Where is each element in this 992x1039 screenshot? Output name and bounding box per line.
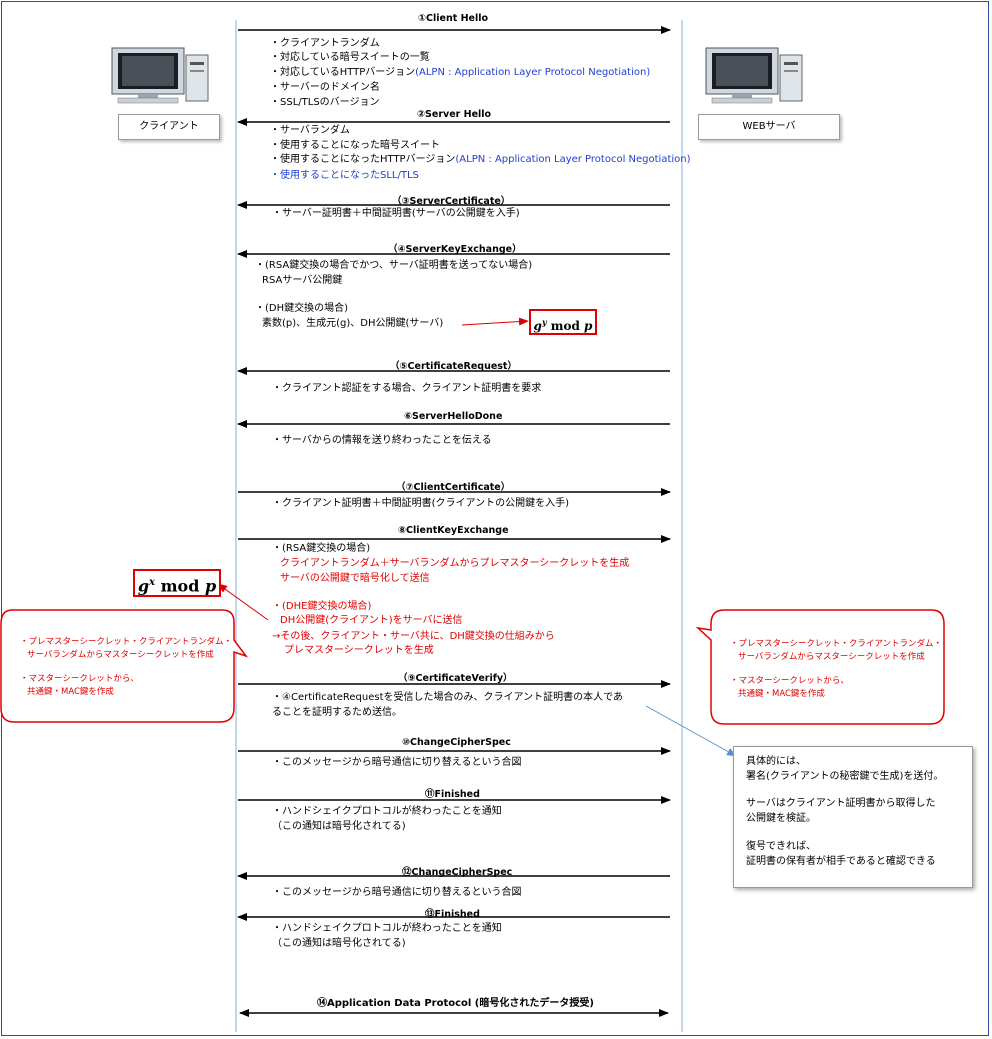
server-hello-line-4: ・使用することになったSLL/TLS xyxy=(270,170,419,181)
note-line-1: 具体的には、 xyxy=(746,756,806,767)
pointer-client-formula xyxy=(217,583,269,621)
left-callout-line-2: サーバランダムからマスターシークレットを作成 xyxy=(27,650,214,660)
message-label-client-key-exchange: ⑧ClientKeyExchange xyxy=(398,525,509,536)
finished-client-line-1: ・ハンドシェイクプロトコルが終わったことを通知 xyxy=(272,806,502,817)
server-hello-line-2: ・使用することになった暗号スイート xyxy=(270,140,440,151)
change-cipher-spec-client-line-1: ・このメッセージから暗号通信に切り替えるという合図 xyxy=(272,757,522,768)
formula-server-p: p xyxy=(584,319,593,333)
message-label-client-certificate: （⑦ClientCertificate） xyxy=(396,482,511,493)
pointer-server-formula xyxy=(461,317,529,326)
right-callout-line-4: 共通鍵・MAC鍵を作成 xyxy=(738,689,825,699)
server-label-box: WEBサーバ xyxy=(698,114,840,140)
formula-server: gy mod p xyxy=(529,309,597,335)
right-callout-line-3: ・マスターシークレットから、 xyxy=(730,676,849,686)
formula-client-mod: mod xyxy=(155,576,205,596)
server-hello-line-3-text: ・使用することになったHTTPバージョン xyxy=(270,154,456,165)
client-hello-alpn-note: (ALPN : Application Layer Protocol Negot… xyxy=(415,67,651,78)
message-label-finished-server: ⑬Finished xyxy=(425,909,480,920)
client-computer-icon xyxy=(111,47,209,104)
message-label-server-certificate: （③ServerCertificate） xyxy=(392,196,511,207)
message-label-server-hello-done: ⑥ServerHelloDone xyxy=(404,411,503,422)
client-hello-line-4: ・サーバーのドメイン名 xyxy=(270,82,380,93)
message-label-certificate-verify: （⑨CertificateVerify） xyxy=(398,673,513,684)
message-label-certificate-request: （⑤CertificateRequest） xyxy=(390,361,517,372)
message-label-server-hello: ②Server Hello xyxy=(417,109,492,120)
finished-server-line-1: ・ハンドシェイクプロトコルが終わったことを通知 xyxy=(272,923,502,934)
certificate-request-line-1: ・クライアント認証をする場合、クライアント証明書を要求 xyxy=(272,383,542,394)
left-callout-bubble xyxy=(0,609,249,723)
formula-client-exp: x xyxy=(149,577,156,588)
certificate-verify-note: 具体的には、 署名(クライアントの秘密鍵で生成)を送付。 サーバはクライアント証… xyxy=(733,746,973,888)
note-line-4: 公開鍵を検証。 xyxy=(746,813,816,824)
right-callout-line-1: ・プレマスターシークレット・クライアントランダム・ xyxy=(730,639,942,649)
certificate-verify-line-1: ・④CertificateRequestを受信した場合のみ、クライアント証明書の… xyxy=(272,692,624,703)
formula-server-mod: mod xyxy=(546,319,585,333)
message-label-finished-client: ⑪Finished xyxy=(425,789,480,800)
server-kx-line-4: 素数(p)、生成元(g)、DH公開鍵(サーバ) xyxy=(262,318,444,329)
right-callout-bubble xyxy=(695,609,945,725)
server-kx-line-3: ・(DH鍵交換の場合) xyxy=(255,303,349,314)
client-kx-line-5: DH公開鍵(クライアント)をサーバに送信 xyxy=(280,615,463,626)
left-callout-line-3: ・マスターシークレットから、 xyxy=(20,674,139,684)
message-label-change-cipher-spec-server: ⑫ChangeCipherSpec xyxy=(402,867,513,878)
client-hello-line-2: ・対応している暗号スイートの一覧 xyxy=(270,52,430,63)
client-label-box: クライアント xyxy=(118,114,220,140)
note-line-6: 証明書の保有者が相手であると確認できる xyxy=(746,856,936,867)
server-computer-icon xyxy=(705,47,803,104)
client-hello-line-3-text: ・対応しているHTTPバージョン xyxy=(270,67,416,78)
left-callout-line-4: 共通鍵・MAC鍵を作成 xyxy=(27,687,114,697)
message-label-server-key-exchange: （④ServerKeyExchange） xyxy=(388,244,522,255)
server-hello-alpn-note: (ALPN : Application Layer Protocol Negot… xyxy=(455,154,691,165)
change-cipher-spec-server-line-1: ・このメッセージから暗号通信に切り替えるという合図 xyxy=(272,887,522,898)
server-hello-line-1: ・サーバランダム xyxy=(270,125,350,136)
client-hello-line-1: ・クライアントランダム xyxy=(270,38,380,49)
formula-client-p: p xyxy=(204,576,217,596)
client-hello-line-3: ・対応しているHTTPバージョン(ALPN : Application Laye… xyxy=(270,66,650,80)
formula-server-exp: y xyxy=(541,317,547,327)
message-label-client-hello: ①Client Hello xyxy=(418,13,489,24)
finished-client-line-2: （この通知は暗号化されてる) xyxy=(272,821,406,832)
finished-server-line-2: （この通知は暗号化されてる) xyxy=(272,938,406,949)
client-kx-line-6: →その後、クライアント・サーバ共に、DH鍵交換の仕組みから xyxy=(272,631,555,642)
server-kx-line-1: ・(RSA鍵交換の場合でかつ、サーバ証明書を送ってない場合) xyxy=(255,260,533,271)
client-label: クライアント xyxy=(139,121,199,132)
formula-server-base: g xyxy=(533,319,542,333)
client-hello-line-5: ・SSL/TLSのバージョン xyxy=(270,97,380,108)
note-line-5: 復号できれば、 xyxy=(746,841,816,852)
client-kx-line-4: ・(DHE鍵交換の場合) xyxy=(272,601,372,612)
server-kx-line-2: RSAサーバ公開鍵 xyxy=(262,275,343,286)
client-certificate-line-1: ・クライアント証明書＋中間証明書(クライアントの公開鍵を入手) xyxy=(272,498,570,509)
server-label: WEBサーバ xyxy=(742,121,796,132)
note-line-3: サーバはクライアント証明書から取得した xyxy=(746,798,936,809)
certificate-verify-line-2: ることを証明するため送信。 xyxy=(272,707,402,718)
left-callout-line-1: ・プレマスターシークレット・クライアントランダム・ xyxy=(20,637,232,647)
client-kx-line-1: ・(RSA鍵交換の場合) xyxy=(272,543,371,554)
message-label-application-data: ⑭Application Data Protocol (暗号化されたデータ授受) xyxy=(317,998,594,1009)
pointer-note xyxy=(645,705,737,757)
client-kx-line-7: プレマスターシークレットを生成 xyxy=(284,645,434,656)
client-kx-line-3: サーバの公開鍵で暗号化して送信 xyxy=(280,573,430,584)
note-line-2: 署名(クライアントの秘密鍵で生成)を送付。 xyxy=(746,771,944,782)
client-kx-line-2: クライアントランダム＋サーバランダムからプレマスターシークレットを生成 xyxy=(280,558,630,569)
server-certificate-line-1: ・サーバー証明書＋中間証明書(サーバの公開鍵を入手) xyxy=(272,208,520,219)
server-hello-line-3: ・使用することになったHTTPバージョン(ALPN : Application … xyxy=(270,153,691,167)
formula-client-base: g xyxy=(137,576,150,596)
formula-client: gx mod p xyxy=(133,569,221,597)
message-label-change-cipher-spec-client: ⑩ChangeCipherSpec xyxy=(402,737,511,748)
right-callout-line-2: サーバランダムからマスターシークレットを作成 xyxy=(738,652,925,662)
server-hello-done-line-1: ・サーバからの情報を送り終わったことを伝える xyxy=(272,435,492,446)
